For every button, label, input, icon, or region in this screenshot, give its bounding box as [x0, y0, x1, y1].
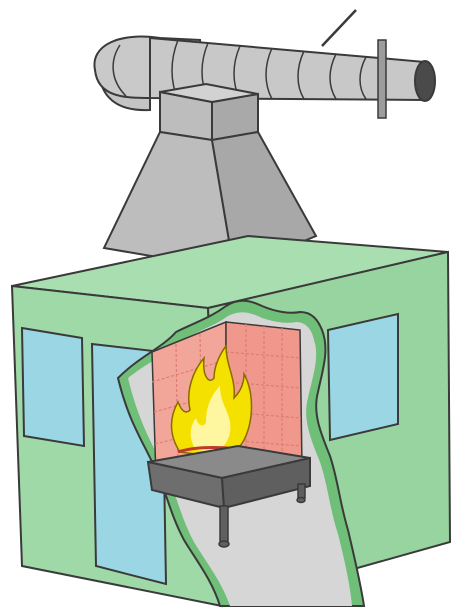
exhaust-duct-icon: [94, 10, 435, 118]
damper-icon: [378, 40, 386, 118]
room-window-right: [328, 314, 398, 440]
sampling-probe: [322, 10, 356, 46]
room-window-left: [22, 328, 84, 446]
duct-opening: [415, 61, 435, 101]
